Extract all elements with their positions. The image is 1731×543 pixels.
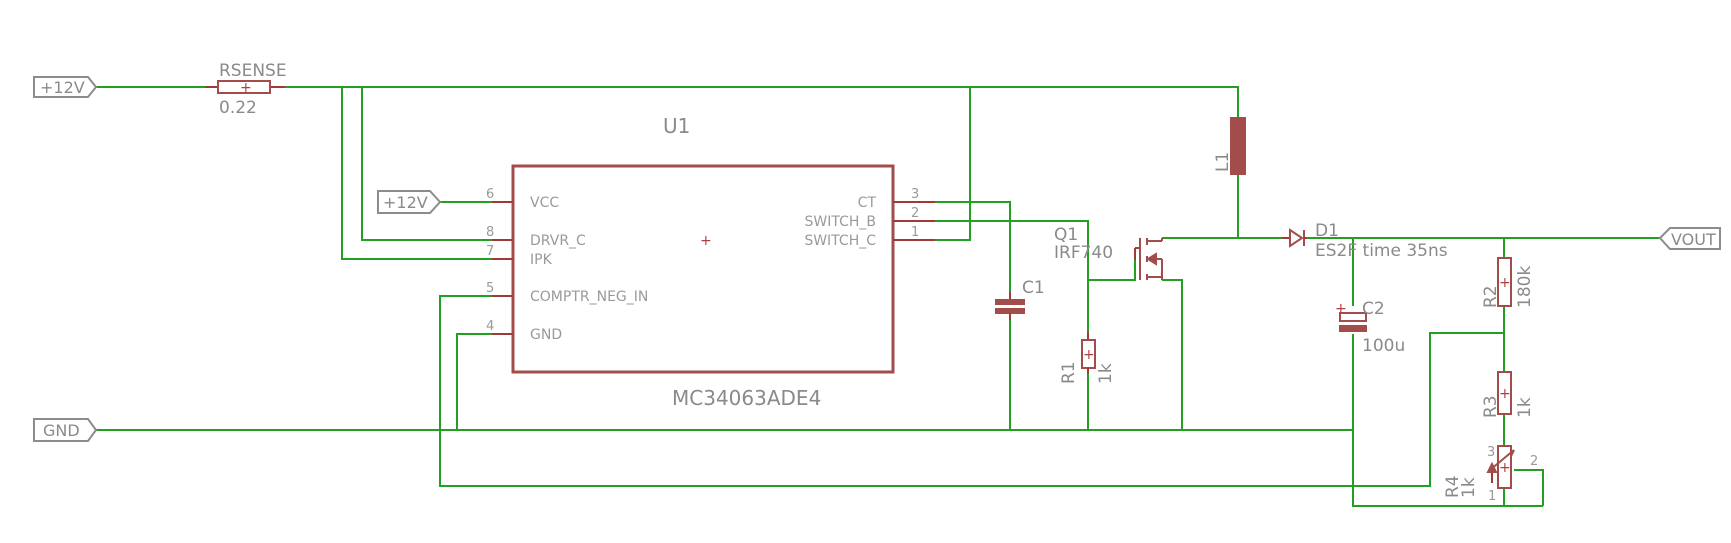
svg-text:+: +: [1083, 347, 1095, 363]
wire-ipk: [341, 87, 492, 260]
svg-text:+: +: [1335, 301, 1347, 317]
r2-value: 180k: [1515, 266, 1535, 308]
rsense-resistor: + RSENSE 0.22: [205, 61, 287, 118]
r3-value: 1k: [1515, 397, 1535, 418]
wire-drvr: [361, 87, 492, 241]
u1-pin-num: 7: [486, 244, 494, 259]
u1-pin-num: 4: [486, 319, 494, 334]
u1-pin-label: GND: [530, 327, 562, 343]
svg-text:+: +: [700, 233, 712, 249]
u1-pin-label: VCC: [530, 195, 559, 211]
port-gnd-label: GND: [43, 421, 80, 440]
c2-value: 100u: [1362, 336, 1405, 356]
wire-c2-bottom: [1352, 334, 1543, 507]
u1-ic: U1 + 6 VCC 8 DRVR_C 7 IPK 5 COMPTR_NEG_I…: [486, 114, 935, 410]
c1-capacitor: C1: [995, 278, 1045, 320]
q1-value: IRF740: [1054, 243, 1113, 263]
u1-pin-num: 8: [486, 225, 494, 240]
svg-text:+: +: [1499, 460, 1511, 476]
u1-pin-label: CT: [858, 195, 877, 211]
c1-name: C1: [1022, 278, 1045, 298]
rsense-name: RSENSE: [219, 61, 287, 81]
u1-pin-label: SWITCH_C: [804, 233, 876, 249]
wire-rsense-rail: [270, 86, 1239, 118]
wire-r4-wiper: [1514, 469, 1544, 506]
r3-resistor: + R3 1k: [1481, 371, 1535, 418]
u1-pin-label: SWITCH_B: [805, 214, 877, 230]
d1-diode: D1 ES2F time 35ns: [1282, 221, 1448, 261]
r3-name: R3: [1481, 395, 1501, 418]
port-vin-ic: +12V: [377, 190, 442, 214]
r4-name: R4: [1443, 475, 1463, 498]
d1-value: ES2F time 35ns: [1315, 241, 1448, 261]
r1-value: 1k: [1096, 363, 1116, 384]
d1-name: D1: [1315, 221, 1339, 241]
u1-pin-num: 6: [486, 187, 494, 202]
wires: [90, 86, 1660, 507]
r4-potentiometer: + 3 2 1 R4 1k: [1443, 445, 1538, 504]
wire-source-gnd: [1162, 279, 1183, 430]
svg-text:+: +: [1499, 275, 1511, 291]
r1-resistor: + R1 1k: [1059, 332, 1116, 384]
rsense-value: 0.22: [219, 98, 257, 118]
u1-pin-label: COMPTR_NEG_IN: [530, 289, 648, 305]
r2-name: R2: [1481, 285, 1501, 308]
r4-value: 1k: [1459, 477, 1479, 498]
u1-pin-num: 5: [486, 281, 494, 296]
l1-inductor: L1: [1213, 117, 1246, 175]
wire-ct-c1: [906, 201, 1011, 292]
wire-ic-gnd: [456, 333, 492, 430]
svg-text:+: +: [1499, 386, 1511, 402]
q1-name: Q1: [1054, 225, 1078, 245]
wire-feedback: [439, 295, 1504, 487]
r4-pin-num: 1: [1488, 489, 1496, 504]
l1-name: L1: [1213, 152, 1233, 172]
c2-capacitor: + C2 100u: [1335, 299, 1405, 356]
c2-name: C2: [1362, 299, 1385, 319]
u1-pin-label: DRVR_C: [530, 233, 586, 249]
r1-name: R1: [1059, 361, 1079, 384]
u1-name: U1: [663, 114, 690, 138]
u1-pin-num: 3: [911, 187, 919, 202]
u1-part: MC34063ADE4: [672, 386, 821, 410]
r2-resistor: + R2 180k: [1481, 257, 1535, 308]
port-gnd: GND: [33, 418, 98, 442]
port-vout-label: VOUT: [1671, 230, 1716, 249]
port-vin-top: +12V: [33, 76, 98, 98]
u1-pin-label: IPK: [530, 252, 553, 268]
port-vout: VOUT: [1658, 227, 1721, 250]
svg-text:+: +: [240, 80, 252, 96]
port-vin-top-label: +12V: [40, 78, 85, 97]
q1-mosfet: Q1 IRF740: [1054, 225, 1163, 280]
u1-pin-num: 2: [911, 206, 919, 221]
r4-pin-num: 3: [1487, 445, 1495, 460]
r4-pin-num: 2: [1530, 454, 1538, 469]
port-vin-ic-label: +12V: [383, 193, 428, 212]
u1-pin-num: 1: [911, 225, 919, 240]
